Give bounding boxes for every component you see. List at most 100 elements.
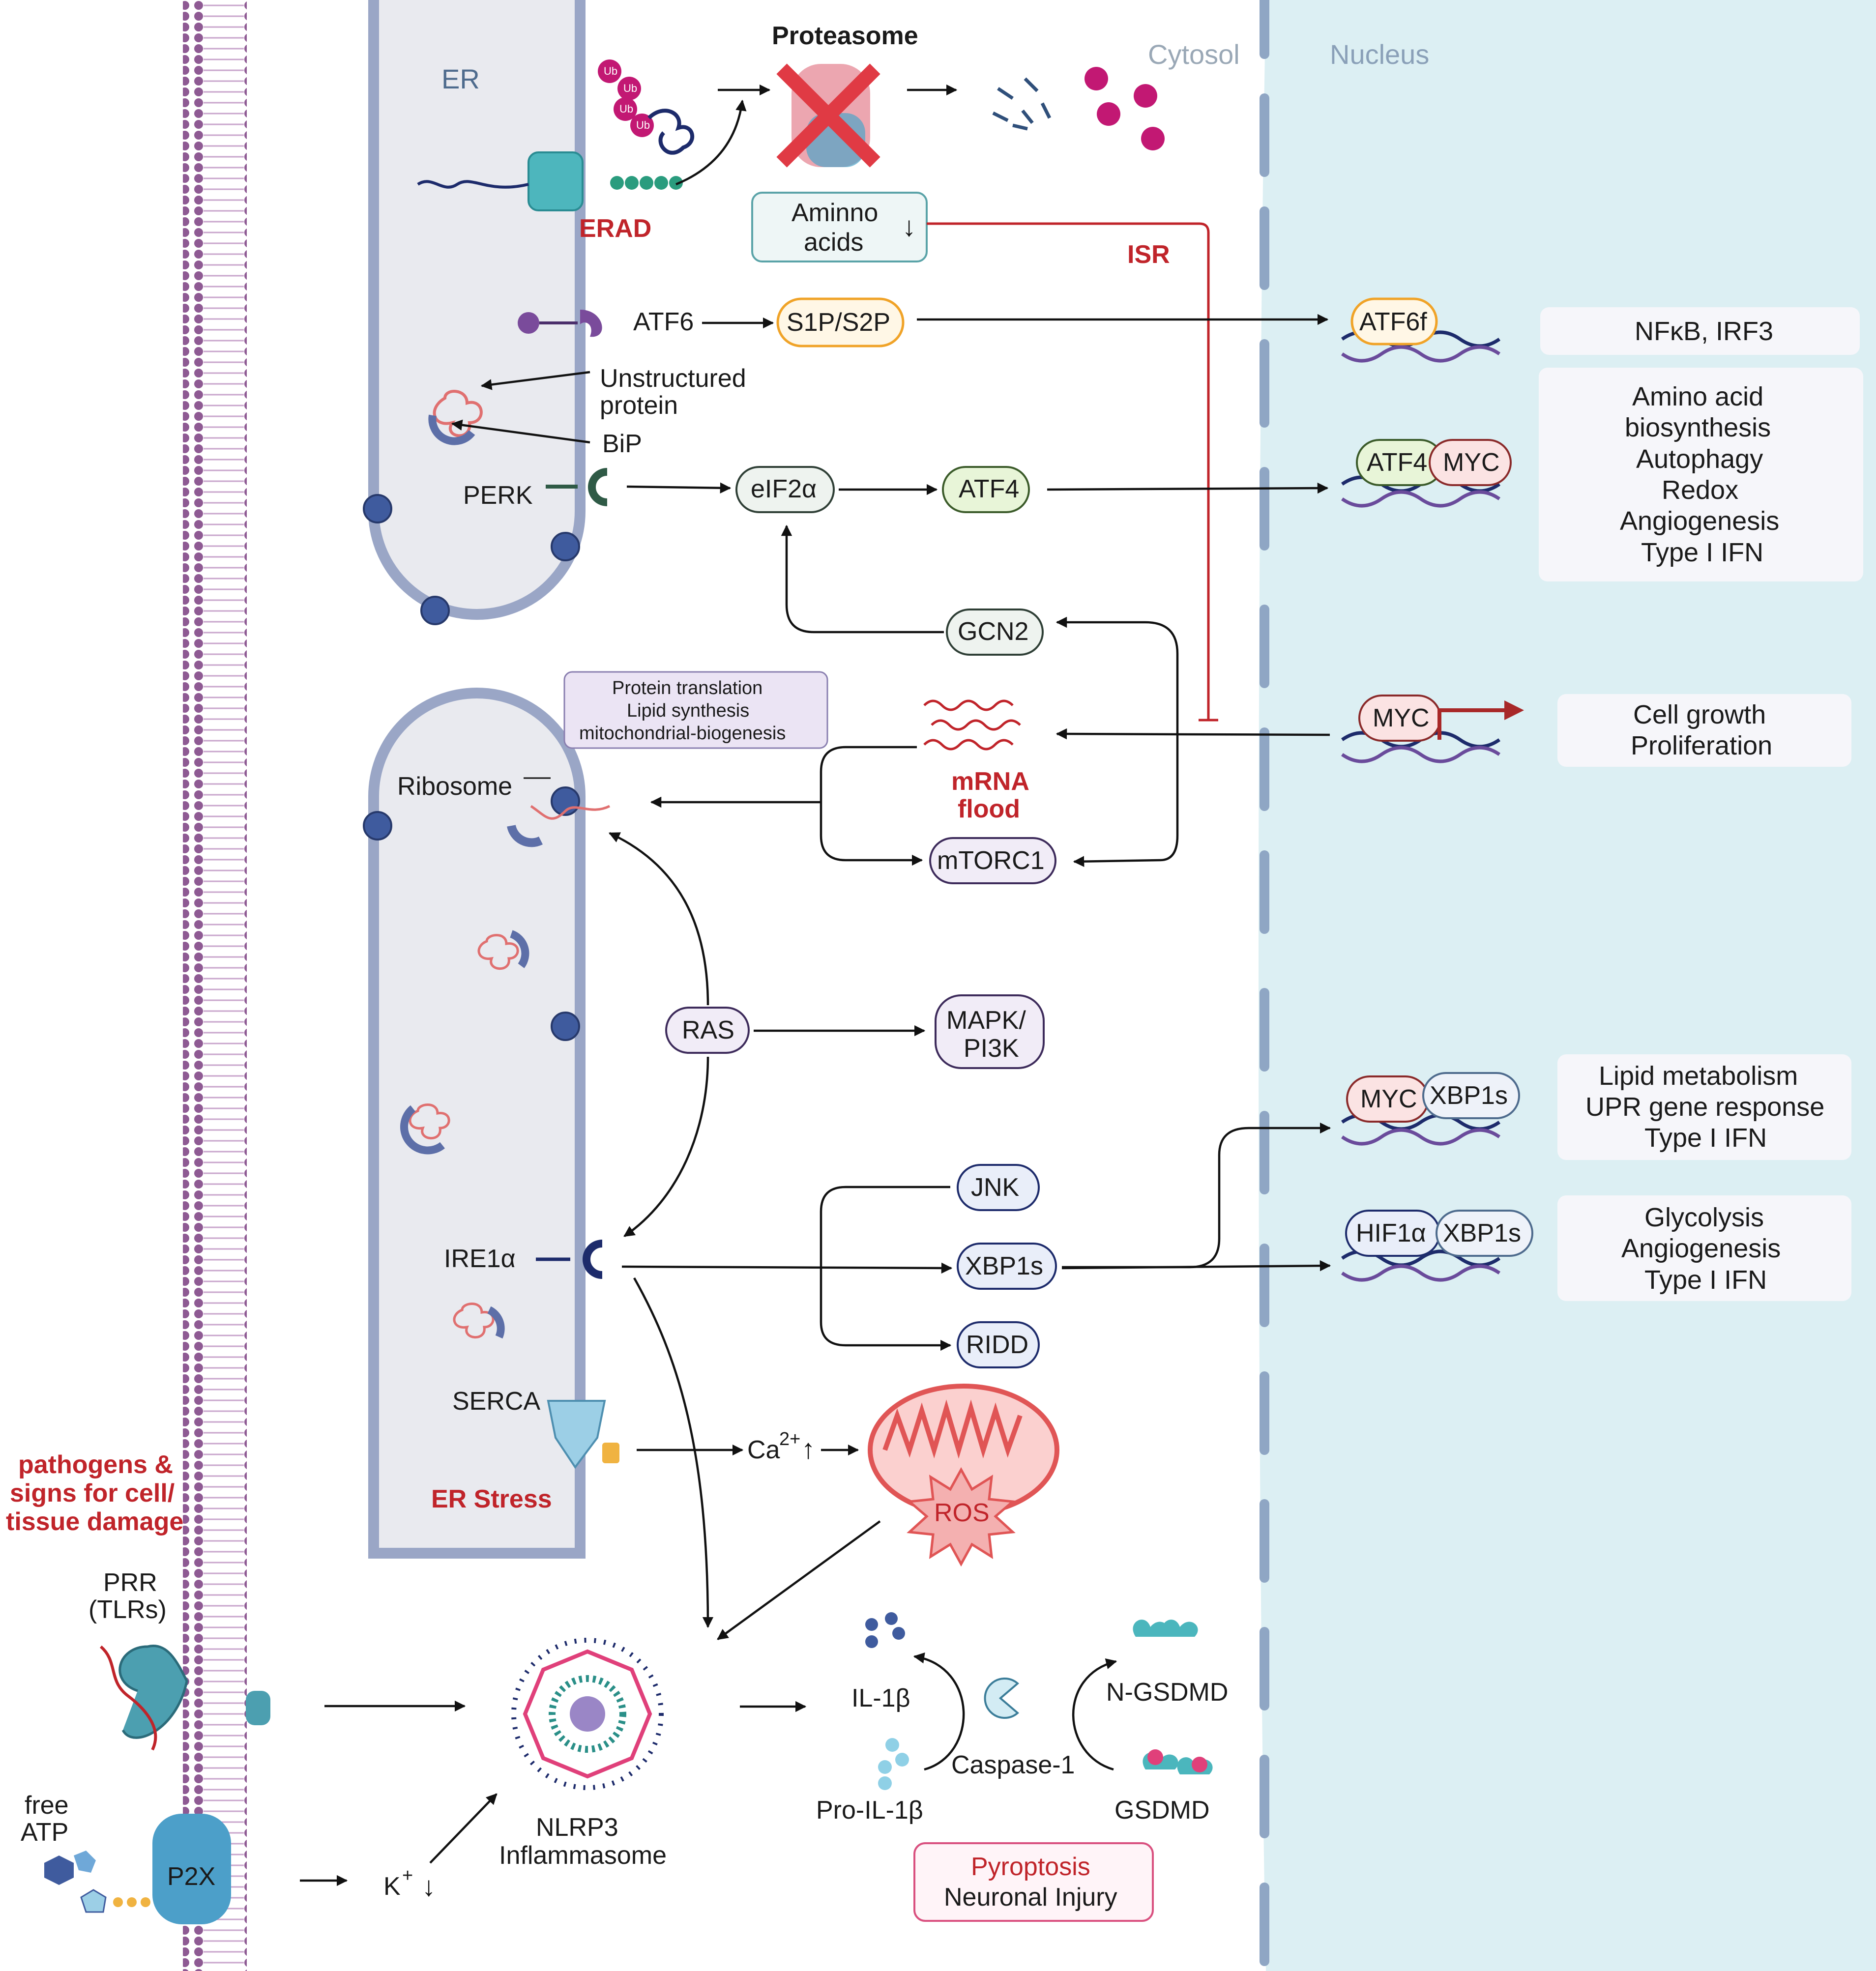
amino-acids-line2: acids bbox=[804, 228, 863, 257]
nlrp3-line1: NLRP3 bbox=[536, 1813, 618, 1842]
p2x-label: P2X bbox=[167, 1862, 215, 1891]
ros-label: ROS bbox=[934, 1499, 990, 1527]
mitochondrion-icon bbox=[868, 1384, 1059, 1516]
ub-labels: Ub Ub Ub Ub bbox=[604, 65, 650, 131]
pyroptosis-label: Pyroptosis bbox=[971, 1853, 1090, 1881]
proteasome-title: Proteasome bbox=[772, 22, 918, 50]
jnk-label: JNK bbox=[971, 1173, 1020, 1202]
atf4-outcome-ifn: Type I IFN bbox=[1641, 538, 1763, 567]
ubiquitin-chain-icon bbox=[598, 59, 694, 155]
ribosome-label: Ribosome bbox=[397, 772, 512, 801]
nfkb-box bbox=[1540, 307, 1860, 355]
pro-il1b-label: Pro-IL-1β bbox=[816, 1796, 923, 1825]
ros-burst-icon bbox=[906, 1467, 1016, 1567]
ire1a-label: IRE1α bbox=[444, 1245, 516, 1273]
myc-label-1: MYC bbox=[1443, 448, 1500, 477]
s1p-s2p-label: S1P/S2P bbox=[787, 308, 890, 337]
perk-receptor-icon bbox=[546, 468, 608, 506]
atf4-pill bbox=[942, 466, 1030, 513]
hif1a-label: HIF1α bbox=[1356, 1219, 1426, 1247]
transcription-arrow-icon bbox=[1437, 708, 1504, 740]
translation-line2: Lipid synthesis bbox=[627, 700, 749, 721]
nlrp3-inflammasome-icon bbox=[511, 1638, 664, 1790]
erad-label: ERAD bbox=[579, 214, 651, 243]
caspase-1-icon bbox=[984, 1678, 1020, 1719]
proteasome-icon bbox=[776, 63, 880, 168]
atf6f-pill bbox=[1350, 297, 1438, 346]
er-stress-label: ER Stress bbox=[431, 1485, 552, 1513]
gsdmd-icon bbox=[1143, 1749, 1213, 1774]
bip-chaperone-icons bbox=[400, 930, 529, 1339]
mtorc1-pill bbox=[929, 837, 1056, 884]
atf4-outcome-line4: Redox bbox=[1662, 475, 1738, 505]
xbp1-outcome-line2: UPR gene response bbox=[1585, 1092, 1824, 1122]
atf6-receptor-icon bbox=[518, 310, 602, 337]
er-label: ER bbox=[441, 63, 480, 94]
nlrp3-line2: Inflammasome bbox=[499, 1841, 667, 1870]
unstructured-line1: Unstructured bbox=[600, 364, 746, 393]
peptide-fragments-icon bbox=[992, 77, 1052, 131]
neuronal-injury-label: Neuronal Injury bbox=[944, 1883, 1117, 1912]
isr-inhibition-line bbox=[927, 222, 1210, 720]
translation-line3: mitochondrial-biogenesis bbox=[579, 723, 786, 744]
atf4-outcome-box bbox=[1539, 368, 1863, 581]
s1p-s2p-pill bbox=[776, 297, 905, 348]
il1b-icon bbox=[865, 1612, 905, 1648]
atp-line1: free bbox=[25, 1791, 69, 1820]
er-lower bbox=[368, 688, 586, 1559]
amino-acids-box bbox=[751, 192, 928, 262]
gcn2-pill bbox=[946, 609, 1044, 656]
hif-outcome-box bbox=[1557, 1195, 1851, 1301]
svg-text:Ub: Ub bbox=[636, 119, 650, 131]
pathogens-line1: pathogens & bbox=[18, 1450, 173, 1479]
xbp1-outcome-ifn: Type I IFN bbox=[1644, 1123, 1767, 1153]
xbp1s-pill bbox=[957, 1243, 1057, 1290]
unstructured-protein-icon bbox=[428, 390, 483, 445]
gsdmd-label: GSDMD bbox=[1114, 1796, 1210, 1825]
atf6-label: ATF6 bbox=[633, 308, 694, 336]
k-superscript: + bbox=[402, 1865, 413, 1886]
mtorc1-label: mTORC1 bbox=[937, 846, 1045, 875]
ridd-label: RIDD bbox=[966, 1331, 1028, 1359]
nfkb-label: NFκB, IRF3 bbox=[1635, 317, 1773, 346]
unstructured-line2: protein bbox=[600, 391, 678, 420]
folded-protein-icons bbox=[409, 934, 519, 1339]
caspase-label: Caspase-1 bbox=[951, 1751, 1075, 1779]
jnk-pill bbox=[957, 1164, 1040, 1211]
mrna-line1: mRNA bbox=[951, 767, 1029, 796]
mapk-line1: MAPK/ bbox=[946, 1006, 1026, 1035]
xbp1s-nuc-pill-1 bbox=[1422, 1072, 1520, 1119]
amino-acids-line1: Aminno bbox=[791, 199, 878, 227]
serca-label: SERCA bbox=[452, 1387, 540, 1416]
ca-superscript: 2+ bbox=[779, 1429, 800, 1449]
k-down-arrow-icon: ↓ bbox=[422, 1871, 436, 1902]
p2x-channel-icon bbox=[152, 1814, 231, 1924]
svg-text:Ub: Ub bbox=[604, 65, 617, 77]
ca-label: Ca bbox=[747, 1436, 780, 1464]
atf4-outcome-line3: Autophagy bbox=[1636, 444, 1763, 474]
perk-label: PERK bbox=[463, 481, 533, 510]
mapk-pi3k-pill bbox=[935, 994, 1045, 1069]
n-gsdmd-icon bbox=[1133, 1620, 1198, 1637]
isr-label: ISR bbox=[1127, 240, 1170, 269]
pro-il1b-icon bbox=[878, 1738, 909, 1790]
free-ubiquitin-icon bbox=[1085, 67, 1165, 150]
nucleus-region bbox=[1259, 0, 1876, 1971]
pyroptosis-box bbox=[913, 1842, 1154, 1922]
atf4-outcome-line1: Amino acid bbox=[1632, 382, 1763, 411]
plasma-membrane bbox=[183, 0, 247, 1971]
xbp1-outcome-box bbox=[1557, 1054, 1851, 1160]
atf4-nuc-label: ATF4 bbox=[1367, 448, 1427, 477]
atf4-outcome-line5: Angiogenesis bbox=[1620, 506, 1779, 536]
prr-line1: PRR bbox=[103, 1568, 157, 1597]
hif-outcome-line2: Angiogenesis bbox=[1621, 1234, 1781, 1263]
myc-outcome-line2: Proliferation bbox=[1631, 731, 1772, 760]
myc-pill-1 bbox=[1429, 439, 1512, 486]
myc-label-2: MYC bbox=[1373, 704, 1430, 732]
up-arrow-icon: ↑ bbox=[801, 1433, 815, 1464]
eif2a-pill bbox=[735, 466, 835, 513]
hif-outcome-ifn: Type I IFN bbox=[1644, 1265, 1767, 1295]
pathogens-line2: signs for cell/ bbox=[10, 1479, 175, 1507]
myc-label-3: MYC bbox=[1360, 1085, 1417, 1113]
